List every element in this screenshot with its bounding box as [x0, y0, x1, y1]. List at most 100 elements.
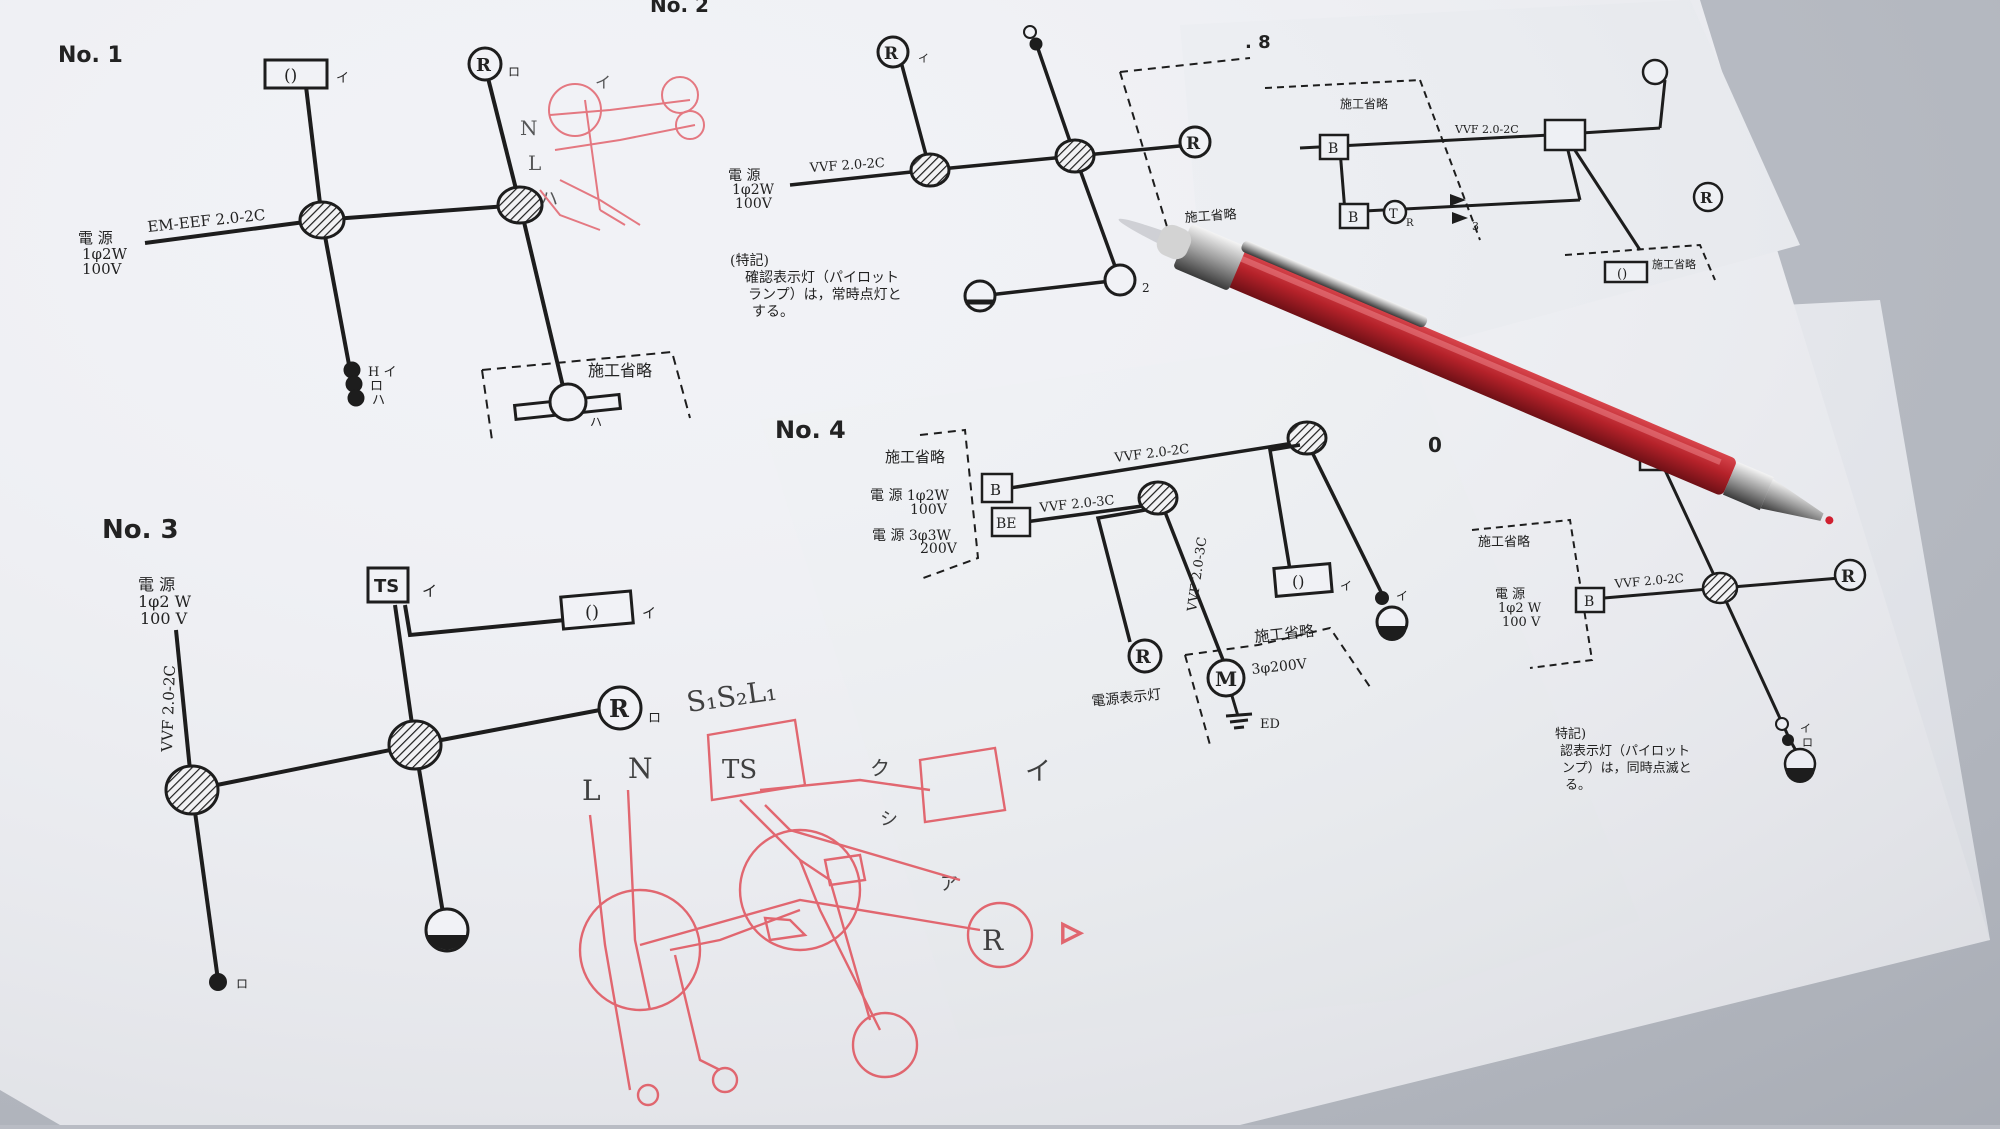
svg-text:ロ: ロ — [370, 379, 383, 394]
svg-text:電源表示灯: 電源表示灯 — [1091, 687, 1162, 710]
svg-text:0: 0 — [1428, 433, 1442, 457]
svg-text:100 V: 100 V — [1502, 615, 1541, 630]
diagram-no2: No. 2 電 源 1φ2W 100V VVF 2.0-2C R イ R 2 (… — [650, 0, 1251, 320]
no1-switch-ro — [345, 375, 363, 393]
svg-text:L: L — [582, 774, 601, 807]
svg-text:電 源 3φ3W: 電 源 3φ3W — [872, 528, 952, 544]
no1-junction-box-1 — [298, 200, 346, 240]
svg-text:認表示灯（パイロット: 認表示灯（パイロット — [1560, 743, 1690, 759]
svg-text:ロ: ロ — [508, 65, 520, 79]
svg-text:施工省略: 施工省略 — [588, 361, 652, 380]
svg-text:VVF 2.0-2C: VVF 2.0-2C — [1454, 123, 1519, 136]
top-right-breaker-2 — [1338, 202, 1370, 230]
pen-clip — [1241, 241, 1428, 328]
no3-switch — [209, 973, 227, 991]
svg-text:ンプ）は，同時点滅と: ンプ）は，同時点滅と — [1562, 761, 1692, 776]
svg-text:BE: BE — [996, 516, 1017, 532]
top-right-junction-box — [1543, 118, 1587, 152]
svg-text:100V: 100V — [735, 196, 773, 212]
svg-text:B: B — [990, 481, 1001, 499]
svg-text:100V: 100V — [910, 502, 948, 518]
svg-text:B: B — [1328, 141, 1338, 157]
svg-text:る。: る。 — [1565, 778, 1591, 793]
no1-switch-ha — [347, 389, 365, 407]
no2-heading: No. 2 — [650, 0, 709, 17]
svg-text:R: R — [609, 694, 630, 723]
svg-text:R: R — [1700, 189, 1713, 207]
no3-timer-switch — [366, 566, 410, 604]
no4-junction-box-1 — [1137, 480, 1179, 516]
svg-text:TS: TS — [722, 755, 757, 785]
top-right-timer — [1382, 199, 1408, 225]
no4-junction-box-2 — [1286, 420, 1328, 456]
no1-heading: No. 1 — [58, 43, 123, 68]
lower-right-breaker — [1574, 586, 1606, 614]
svg-text:R: R — [1135, 646, 1151, 668]
no1-receptacle — [467, 46, 503, 82]
pen-cap — [1156, 224, 1192, 260]
handwriting-no3: S₁S₂L₁ TS イ L N ク シ ア R ▷ — [578, 674, 1083, 1107]
svg-text:▷: ▷ — [1062, 917, 1082, 947]
svg-text:ロ: ロ — [236, 977, 248, 991]
diagram-no4: No. 4 施工省略 電 源 1φ2W 100V 電 源 3φ3W 200V V… — [775, 416, 1409, 746]
svg-text:100V: 100V — [82, 260, 123, 278]
svg-text:イ: イ — [1396, 589, 1408, 603]
svg-text:3φ200V: 3φ200V — [1251, 656, 1309, 678]
svg-text:ランプ）は，常時点灯と: ランプ）は，常時点灯と — [748, 287, 902, 303]
svg-text:イ: イ — [1800, 722, 1811, 735]
svg-text:R: R — [1186, 134, 1201, 154]
svg-text:電 源: 電 源 — [1495, 587, 1525, 602]
svg-text:3: 3 — [1472, 220, 1479, 233]
svg-text:(特記): (特記) — [730, 252, 769, 269]
no1-ceiling-fixture — [263, 58, 329, 90]
handwriting-no1: N L ハ イ — [520, 73, 705, 231]
svg-text:R: R — [1406, 218, 1414, 229]
svg-text:R: R — [476, 55, 492, 76]
diagram-top-right: . 8 施工省略 VVF 2.0-2C B B T R 3 R () 施工省略 — [1245, 32, 1724, 284]
no4-motor — [1206, 658, 1246, 698]
svg-text:施工省略: 施工省略 — [1478, 534, 1530, 550]
svg-text:L: L — [528, 151, 541, 175]
svg-text:200V: 200V — [920, 541, 958, 557]
no4-breaker-be — [990, 506, 1032, 538]
svg-text:ロ: ロ — [648, 711, 661, 726]
svg-text:電 源 1φ2W: 電 源 1φ2W — [870, 488, 950, 504]
no4-ceiling-fixture — [1272, 561, 1334, 599]
svg-text:ク: ク — [870, 756, 890, 780]
no1-switch-h — [343, 361, 361, 379]
svg-text:施工省略: 施工省略 — [885, 448, 945, 466]
svg-text:H イ: H イ — [368, 365, 396, 380]
svg-text:施工省略: 施工省略 — [1652, 257, 1696, 271]
svg-text:100 V: 100 V — [140, 609, 188, 628]
no3-receptacle — [597, 685, 643, 731]
no2-junction-box-2 — [1054, 138, 1096, 174]
pen-barrel — [1226, 250, 1736, 495]
svg-text:M: M — [1215, 667, 1237, 691]
svg-text:1φ2 W: 1φ2 W — [138, 592, 192, 611]
no4-breaker-b — [980, 472, 1014, 504]
no3-junction-box-1 — [164, 764, 220, 816]
lower-right-receptacle — [1833, 558, 1867, 592]
svg-text:(): () — [1617, 267, 1627, 282]
svg-text:する。: する。 — [752, 304, 794, 320]
svg-text:ハ: ハ — [590, 415, 602, 429]
svg-text:施工省略: 施工省略 — [1184, 206, 1237, 226]
no1-ceiling-glyph: () — [284, 66, 297, 86]
no4-receptacle — [1127, 638, 1163, 674]
svg-text:イ: イ — [595, 73, 611, 92]
no2-junction-box-1 — [909, 152, 951, 188]
svg-text:1φ2W: 1φ2W — [82, 245, 128, 263]
no4-heading: No. 4 — [775, 416, 846, 444]
no3-heading: No. 3 — [102, 515, 179, 545]
svg-text:電 源: 電 源 — [138, 575, 175, 594]
no1-junction-box-2 — [496, 185, 544, 225]
svg-text:イ: イ — [1340, 579, 1352, 593]
svg-text:イ: イ — [642, 606, 656, 622]
no3-junction-box-2 — [387, 719, 443, 771]
svg-text:R: R — [884, 44, 899, 64]
svg-text:(): () — [585, 602, 599, 623]
pen-grip — [1722, 461, 1774, 511]
svg-text:確認表示灯（パイロット: 確認表示灯（パイロット — [745, 270, 899, 286]
svg-text:. 8: . 8 — [1245, 32, 1271, 53]
